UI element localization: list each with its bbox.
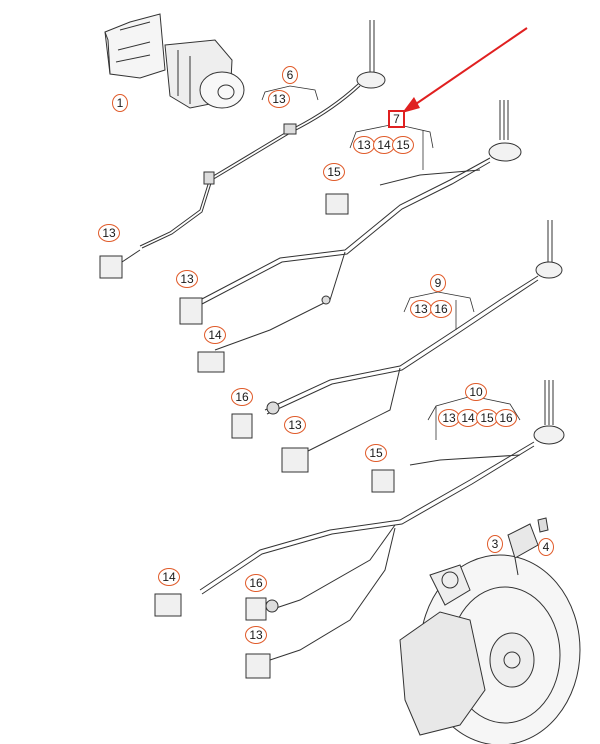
callout-14: 14 <box>457 409 479 427</box>
callout-9: 9 <box>430 274 446 292</box>
callout-13: 13 <box>176 270 198 288</box>
brake-disc-assembly <box>399 554 581 744</box>
callout-13: 13 <box>98 224 120 242</box>
harness-6 <box>99 20 386 279</box>
callout-15: 15 <box>476 409 498 427</box>
callout-7-highlighted: 7 <box>388 110 405 128</box>
harness-7 <box>179 100 522 373</box>
callout-13: 13 <box>438 409 460 427</box>
callout-3: 3 <box>487 535 503 553</box>
speed-sensor <box>507 517 549 576</box>
callout-14: 14 <box>373 136 395 154</box>
callout-13: 13 <box>410 300 432 318</box>
callout-4: 4 <box>538 538 554 556</box>
callout-13: 13 <box>268 90 290 108</box>
callout-15: 15 <box>365 444 387 462</box>
callout-16: 16 <box>430 300 452 318</box>
callout-14: 14 <box>204 326 226 344</box>
callout-10: 10 <box>465 383 487 401</box>
callout-6: 6 <box>282 66 298 84</box>
highlight-arrow <box>402 27 528 113</box>
callout-14: 14 <box>158 568 180 586</box>
callout-13: 13 <box>284 416 306 434</box>
callout-15: 15 <box>323 163 345 181</box>
abs-control-unit <box>104 13 245 109</box>
callout-13: 13 <box>353 136 375 154</box>
harness-9 <box>231 220 563 473</box>
callout-15: 15 <box>392 136 414 154</box>
callout-1: 1 <box>112 94 128 112</box>
callout-16: 16 <box>495 409 517 427</box>
callout-13: 13 <box>245 626 267 644</box>
callout-16: 16 <box>245 574 267 592</box>
callout-16: 16 <box>231 388 253 406</box>
harness-10 <box>154 380 565 679</box>
